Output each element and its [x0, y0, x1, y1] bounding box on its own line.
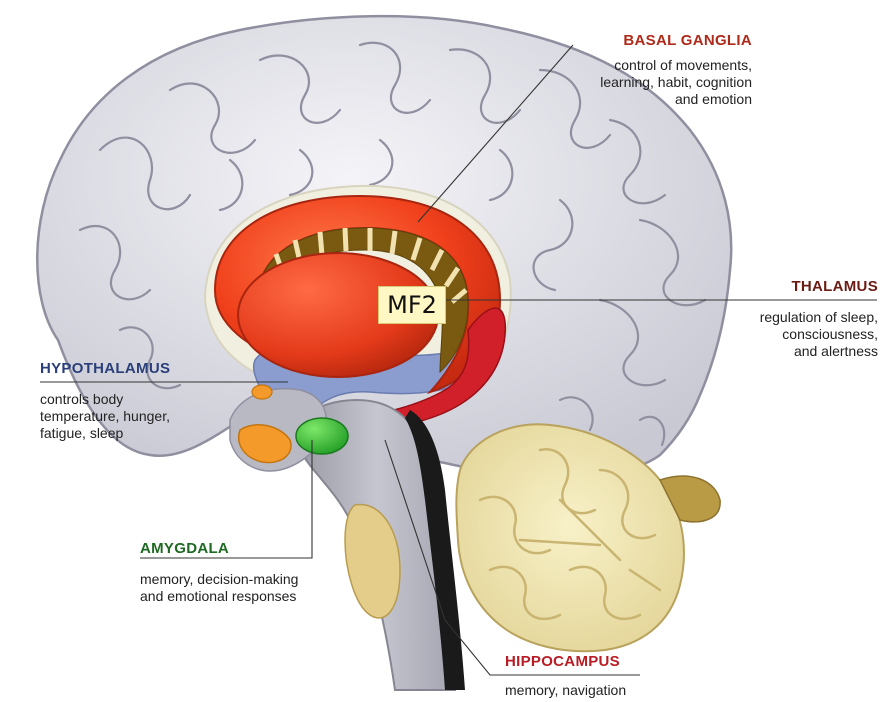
- thalamus-title: THALAMUS: [680, 278, 878, 295]
- amygdala-desc: memory, decision-making and emotional re…: [140, 571, 360, 605]
- amygdala-label: AMYGDALA memory, decision-making and emo…: [140, 540, 360, 605]
- thalamus-desc: regulation of sleep, consciousness, and …: [680, 309, 878, 360]
- amygdala-title: AMYGDALA: [140, 540, 360, 557]
- hippocampus-title: HIPPOCAMPUS: [505, 653, 705, 670]
- amygdala: [296, 418, 348, 454]
- hypothalamus-desc: controls body temperature, hunger, fatig…: [40, 391, 240, 442]
- hippocampus-desc: memory, navigation: [505, 682, 705, 699]
- hypothalamus-label: HYPOTHALAMUS controls body temperature, …: [40, 360, 240, 442]
- basal-ganglia-desc: control of movements, learning, habit, c…: [520, 57, 752, 108]
- mammillary-body: [252, 385, 272, 399]
- basal-ganglia-title: BASAL GANGLIA: [520, 32, 752, 49]
- thalamus-label: THALAMUS regulation of sleep, consciousn…: [680, 278, 878, 360]
- hypothalamus-title: HYPOTHALAMUS: [40, 360, 240, 377]
- overlay-tag: MF2: [378, 286, 446, 324]
- basal-ganglia-label: BASAL GANGLIA control of movements, lear…: [520, 32, 752, 108]
- hippocampus-label: HIPPOCAMPUS memory, navigation: [505, 653, 705, 699]
